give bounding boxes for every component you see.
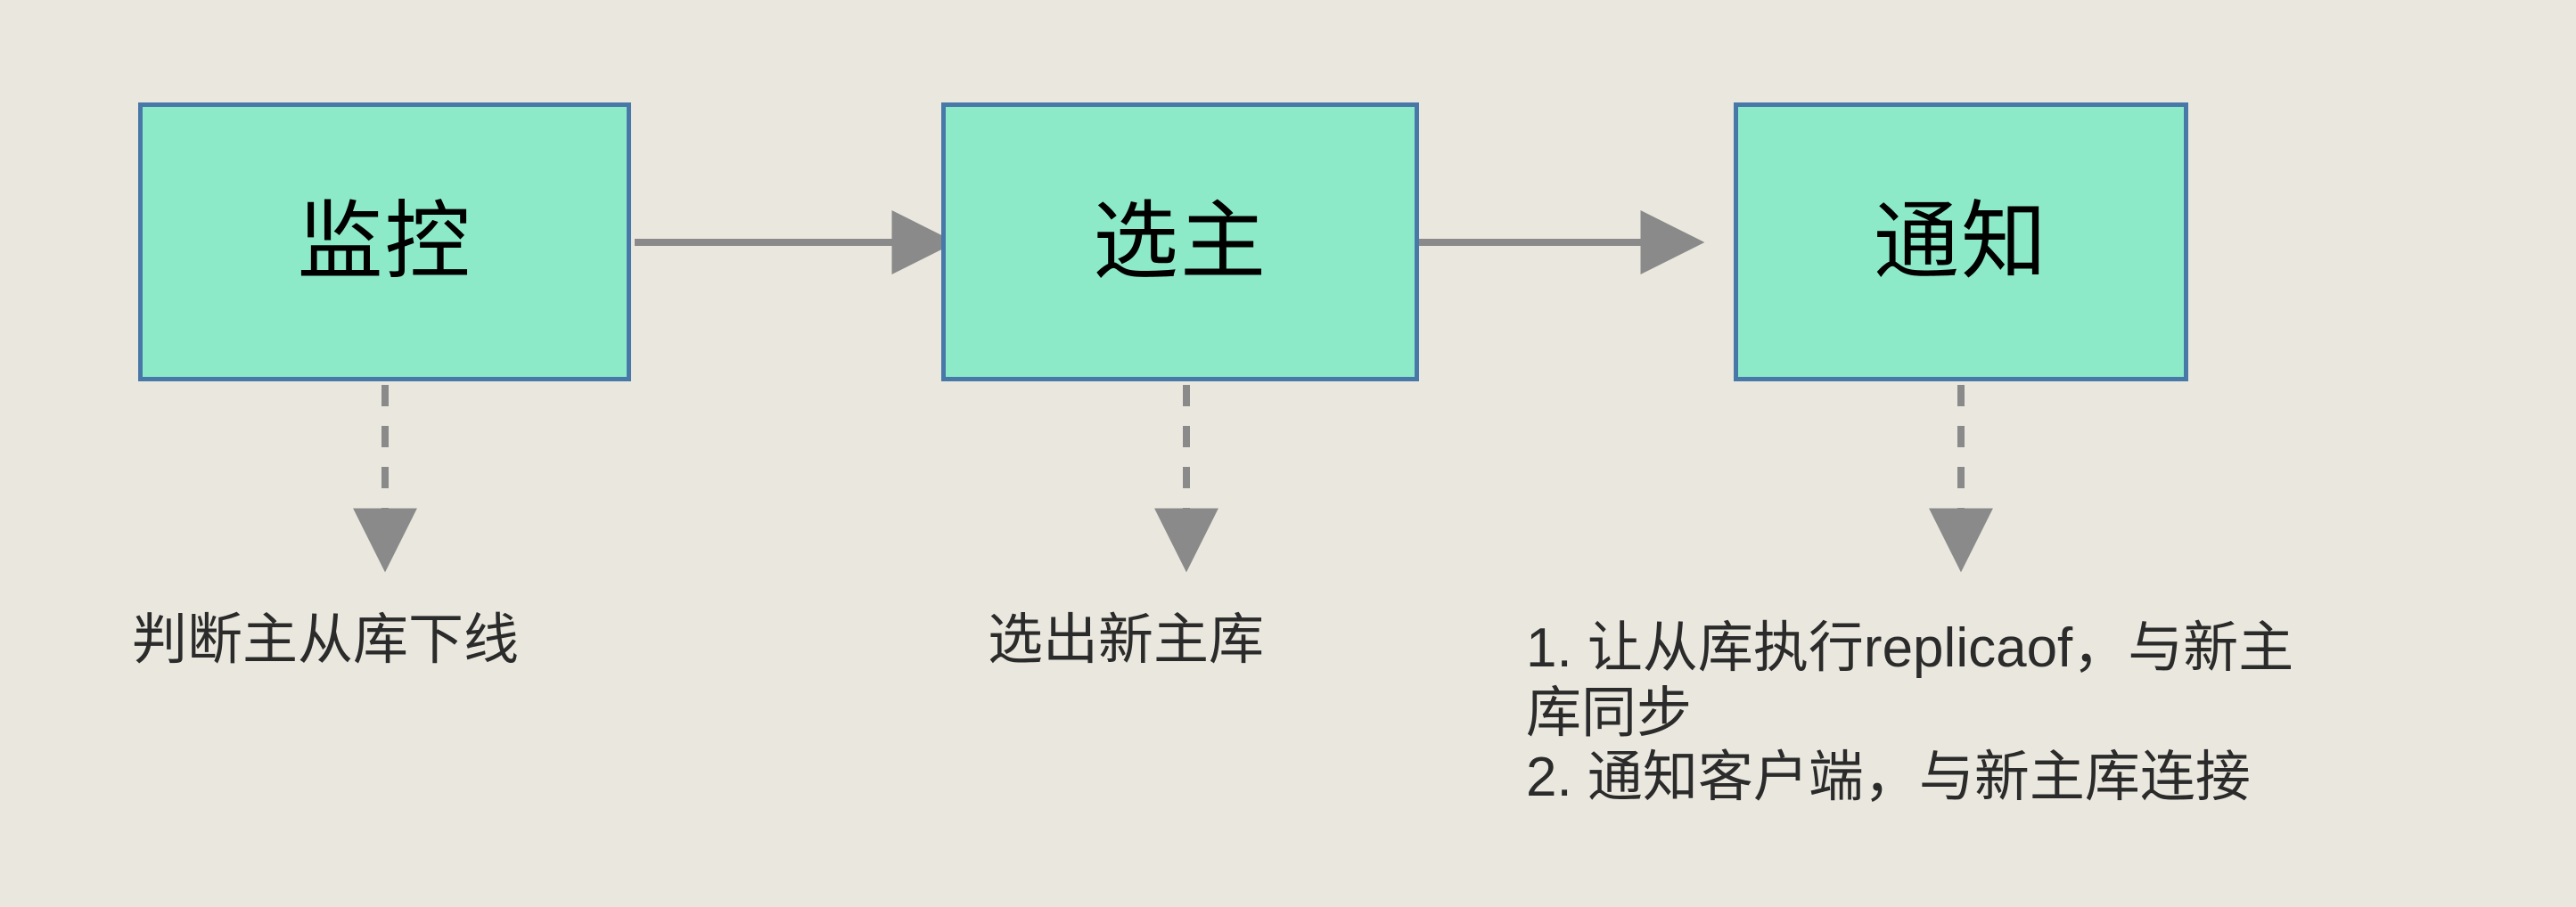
stage-box-notify[interactable]: 通知 [1734,102,2188,381]
stage-label-monitor: 监控 [297,193,472,290]
stage-box-select-master[interactable]: 选主 [941,102,1419,381]
stage-box-monitor[interactable]: 监控 [138,102,631,381]
stage-label-select-master: 选主 [1093,193,1267,290]
caption-monitor: 判断主从库下线 [132,609,520,671]
stage-label-notify: 通知 [1874,193,2048,290]
caption-select-master: 选出新主库 [988,609,1265,671]
caption-notify: 1. 让从库执行replicaof，与新主 库同步 2. 通知客户端，与新主库连… [1526,617,2294,809]
